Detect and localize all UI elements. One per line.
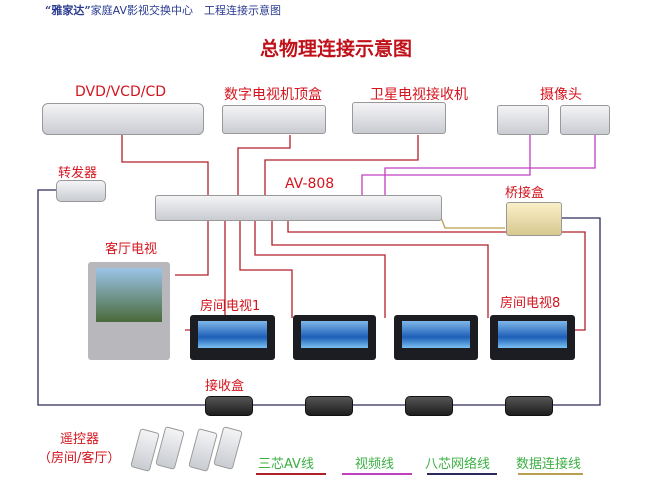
room-tv (394, 315, 478, 360)
camera-2 (560, 105, 610, 135)
dvd-player (42, 103, 204, 135)
legend-video-line (342, 473, 412, 475)
line-settop-switch (237, 135, 291, 195)
line-switch-bridge (439, 214, 505, 229)
receiver-box (205, 396, 253, 416)
line-switch-tv2 (239, 220, 293, 318)
living-tv (88, 262, 170, 360)
receiver-box (305, 396, 353, 416)
room-tv (190, 315, 275, 360)
camera-1 (497, 105, 549, 135)
line-switch-tv8 (287, 220, 586, 331)
room-tv-8-label: 房间电视8 (500, 296, 561, 311)
legend-video: 视频线 (355, 457, 395, 472)
room-tv-1-label: 房间电视1 (200, 299, 261, 314)
dvd-label: DVD/VCD/CD (75, 84, 167, 100)
legend-data-line (518, 473, 583, 475)
legend-data: 数据连接线 (516, 457, 582, 472)
settop-box (222, 105, 326, 134)
receiver-label: 接收盒 (205, 379, 245, 394)
switch-label: AV-808 (285, 176, 335, 192)
bridge-label: 桥接盒 (505, 186, 545, 201)
line-sat-switch (264, 135, 419, 195)
room-tv (293, 315, 376, 360)
legend-network-line (427, 473, 497, 475)
line-cam2-switch (384, 135, 596, 195)
legend-av: 三芯AV线 (258, 457, 314, 472)
receiver-box (505, 396, 553, 416)
brand: “雅家达” (45, 4, 91, 17)
av-switch (155, 195, 442, 221)
legend-av-line (256, 473, 326, 475)
repeater (56, 180, 106, 202)
line-switch-tv3 (254, 220, 386, 318)
settop-label: 数字电视机顶盒 (224, 87, 322, 103)
remote-sublabel: （房间/客厅） (38, 451, 121, 466)
remote-label: 遥控器 (60, 432, 100, 447)
room-tv (490, 315, 575, 360)
camera-label: 摄像头 (540, 87, 582, 103)
receiver-box (405, 396, 453, 416)
header: “雅家达”家庭AV影视交换中心 工程连接示意图 (45, 2, 281, 18)
header-subtitle: 家庭AV影视交换中心 工程连接示意图 (90, 4, 282, 17)
living-tv-label: 客厅电视 (105, 242, 158, 257)
satellite-label: 卫星电视接收机 (370, 87, 468, 103)
repeater-label: 转发器 (58, 166, 98, 181)
line-switch-tv4 (271, 220, 489, 318)
satellite-receiver (352, 102, 446, 134)
line-cam1-switch (361, 135, 531, 195)
line-switch-living (175, 220, 209, 276)
page-title: 总物理连接示意图 (259, 38, 412, 60)
bridge-box (506, 202, 562, 236)
line-dvd-switch (121, 135, 209, 195)
legend-network: 八芯网络线 (425, 457, 491, 472)
